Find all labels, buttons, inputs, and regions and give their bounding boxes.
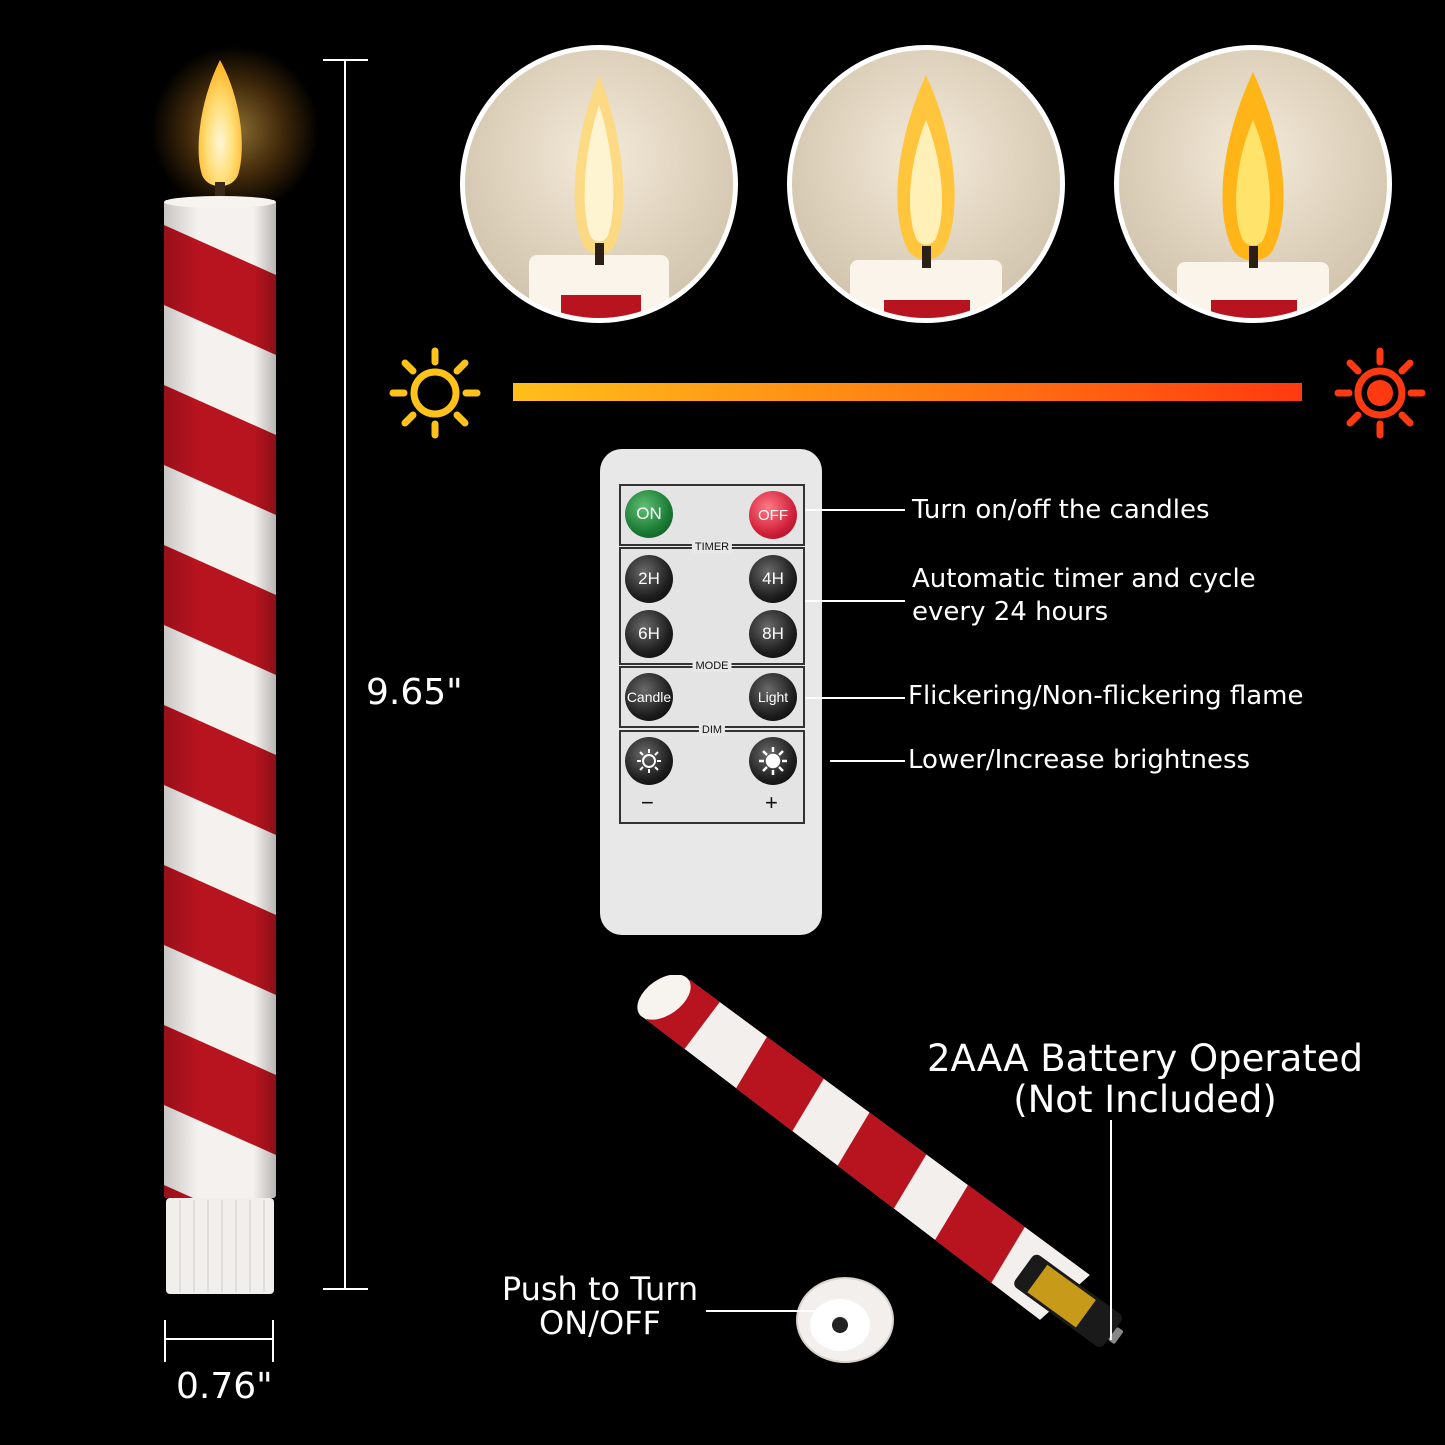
remote-dim-section: DIM − + (619, 724, 805, 824)
push-label-line1: Push to Turn (501, 1270, 699, 1308)
height-dimension-line (344, 60, 346, 1289)
remote-mode-section: MODE Candle Light (619, 660, 805, 728)
candle-standing (164, 60, 276, 1294)
dim-plus-sign: + (765, 790, 778, 815)
power-callout-line (805, 509, 905, 511)
width-dimension-line (165, 1338, 273, 1340)
push-label: Push to Turn ON/OFF (494, 1272, 706, 1340)
width-dimension-cap (164, 1320, 166, 1362)
width-label: 0.76" (176, 1366, 273, 1407)
timer-title: TIMER (691, 541, 733, 553)
flame-medium-photo (787, 45, 1065, 323)
remote-power-section: ON OFF (619, 484, 805, 546)
light-mode-button[interactable]: Light (749, 673, 797, 721)
flame-bright-photo (1114, 45, 1392, 323)
flame-dim-photo (460, 45, 738, 323)
remote-control: ON OFF TIMER 2H 4H 6H 8H MODE Candle Lig… (600, 449, 822, 935)
candle-battery-view (637, 975, 1123, 1363)
off-button[interactable]: OFF (749, 491, 797, 539)
sun-outline-icon (389, 347, 481, 439)
battery-callout-line (1110, 1120, 1112, 1340)
push-callout-line (706, 1310, 828, 1312)
remote-timer-section: TIMER 2H 4H 6H 8H (619, 541, 805, 665)
height-dimension-cap (323, 1288, 368, 1290)
push-label-line2: ON/OFF (539, 1304, 661, 1342)
mode-title: MODE (692, 660, 732, 672)
sun-filled-icon (1334, 347, 1426, 439)
battery-label-line1: 2AAA Battery Operated (926, 1037, 1363, 1080)
sun-large-icon (759, 747, 787, 775)
dim-title: DIM (698, 724, 726, 736)
timer-callout-line1: Automatic timer and cycle (912, 564, 1256, 594)
timer-4h-button[interactable]: 4H (749, 555, 797, 603)
flame (198, 60, 242, 187)
timer-2h-button[interactable]: 2H (625, 555, 673, 603)
power-callout-text: Turn on/off the candles (912, 495, 1210, 525)
mode-callout-line (805, 697, 905, 699)
timer-8h-button[interactable]: 8H (749, 610, 797, 658)
on-button[interactable]: ON (625, 490, 673, 538)
dim-down-button[interactable] (625, 737, 673, 785)
battery-label-line2: (Not Included) (1013, 1078, 1277, 1121)
dim-minus-sign: − (641, 790, 654, 815)
height-label: 9.65" (366, 672, 463, 713)
brightness-gradient-bar (513, 383, 1302, 401)
push-switch-icon (832, 1317, 848, 1333)
timer-6h-button[interactable]: 6H (625, 610, 673, 658)
dim-callout-line (830, 760, 905, 762)
timer-callout-text: Automatic timer and cycle every 24 hours (912, 563, 1256, 629)
width-dimension-cap (272, 1320, 274, 1362)
mode-callout-text: Flickering/Non-flickering flame (908, 681, 1304, 711)
dim-callout-text: Lower/Increase brightness (908, 745, 1251, 775)
candle-mode-button[interactable]: Candle (625, 673, 673, 721)
battery-label: 2AAA Battery Operated (Not Included) (915, 1038, 1375, 1120)
sun-small-icon (637, 749, 661, 773)
timer-callout-line2: every 24 hours (912, 597, 1109, 627)
timer-callout-line (805, 600, 905, 602)
height-dimension-cap (323, 59, 368, 61)
dim-up-button[interactable] (749, 737, 797, 785)
